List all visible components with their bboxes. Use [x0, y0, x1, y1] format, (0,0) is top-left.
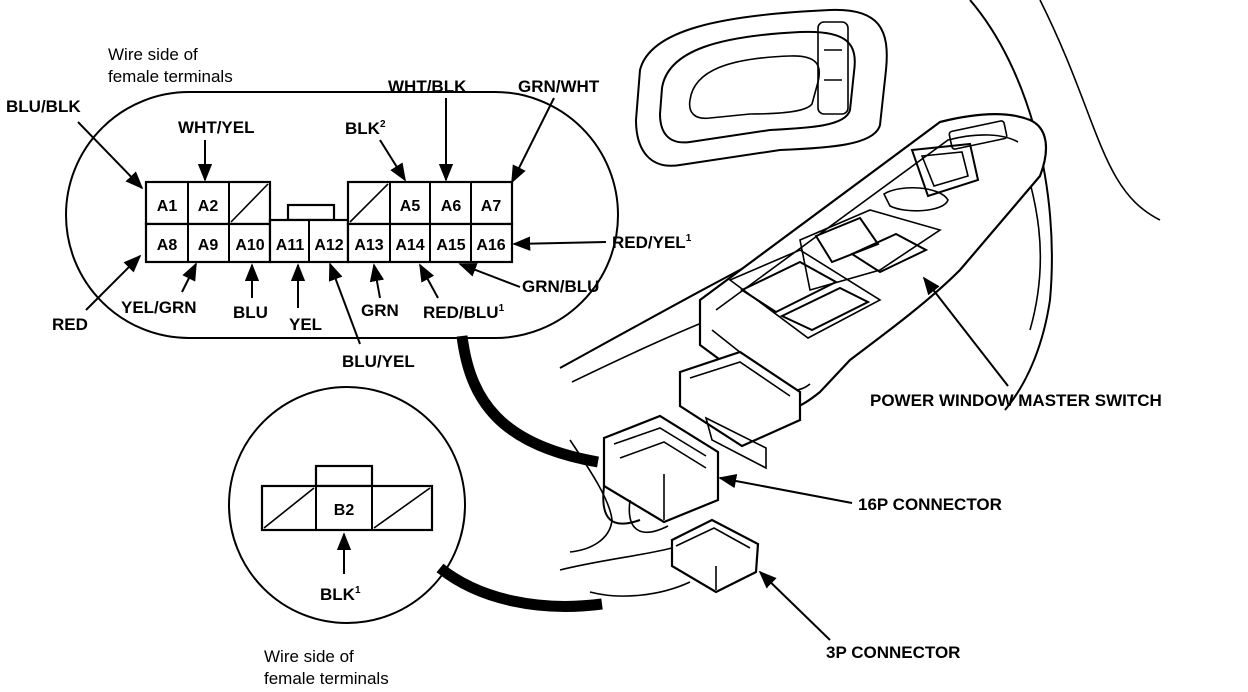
wire-label-grn: GRN [361, 301, 399, 320]
wire-label-wht-yel: WHT/YEL [178, 118, 255, 137]
connector-3p-caption-line1: Wire side of [264, 647, 354, 666]
connector-3p-latch [314, 464, 374, 488]
connector-16p-left-block [144, 180, 272, 264]
wire-label-blu-yel: BLU/YEL [342, 352, 415, 371]
pin-a7: A7 [481, 198, 502, 215]
wire-label-blk1: BLK1 [320, 585, 361, 604]
connector-3p-detail: B2 BLK1 Wire side of female terminals [228, 386, 466, 688]
pin-a5: A5 [400, 198, 421, 215]
wire-label-blu-blk: BLU/BLK [6, 97, 81, 116]
pin-a1: A1 [157, 198, 178, 215]
connector-3p-caption-line2: female terminals [264, 669, 389, 688]
connector-16p-caption-line1: Wire side of [108, 45, 198, 64]
wire-label-yel: YEL [289, 315, 322, 334]
door-panel-illustration [559, 0, 1161, 641]
pin-b2: B2 [334, 502, 355, 519]
connector-3p-body [260, 484, 434, 532]
callout-leader-16p [718, 473, 853, 504]
connector-16p-right-block [346, 180, 514, 264]
wire-label-grn-wht: GRN/WHT [518, 77, 600, 96]
wire-label-yel-grn: YEL/GRN [121, 298, 197, 317]
connector-16p-middle-block [268, 218, 350, 264]
wire-label-red-yel: RED/YEL1 [612, 233, 692, 252]
pin-a10: A10 [235, 237, 264, 254]
unused-cavity-mark [263, 487, 315, 529]
callout-16p-connector: 16P CONNECTOR [858, 495, 1002, 514]
harness-wires [436, 335, 603, 612]
pin-a6: A6 [441, 198, 462, 215]
callout-master-switch: POWER WINDOW MASTER SWITCH [870, 391, 1162, 410]
connector-3p-bubble [228, 386, 466, 624]
connector-16p-bubble [65, 91, 619, 339]
wire-label-wht-blk: WHT/BLK [388, 77, 467, 96]
wire-leader-arrows [77, 97, 607, 345]
power-window-master-switch-icon [678, 113, 1047, 470]
pin-a12: A12 [314, 237, 343, 254]
callout-leader-master-switch [922, 276, 1009, 387]
pin-a16: A16 [476, 237, 505, 254]
wire-label-blk: BLK2 [345, 119, 386, 138]
callout-3p-connector: 3P CONNECTOR [826, 643, 960, 662]
connector-16p-latch [286, 203, 336, 222]
pin-a15: A15 [436, 237, 465, 254]
pin-a9: A9 [198, 237, 219, 254]
pin-a14: A14 [395, 237, 424, 254]
callout-leader-3p [758, 570, 831, 641]
wire-label-blu: BLU [233, 303, 268, 322]
connector-16p-caption-line2: female terminals [108, 67, 233, 86]
unused-cavity-mark [373, 487, 431, 529]
pin-a11: A11 [276, 237, 305, 254]
connector-16p-detail: Wire side of female terminals [6, 45, 692, 371]
pin-a2: A2 [198, 198, 219, 215]
harness-3p-connector-icon [589, 518, 760, 597]
wire-label-red-blu: RED/BLU1 [423, 303, 505, 322]
harness-16p-connector-icon [559, 414, 720, 571]
pin-a8: A8 [157, 237, 178, 254]
wire-label-grn-blu: GRN/BLU [522, 277, 599, 296]
pin-a13: A13 [354, 237, 383, 254]
wire-label-red: RED [52, 315, 88, 334]
unused-cavity-mark [349, 183, 389, 223]
unused-cavity-mark [230, 183, 269, 223]
door-handle-icon [634, 8, 888, 167]
